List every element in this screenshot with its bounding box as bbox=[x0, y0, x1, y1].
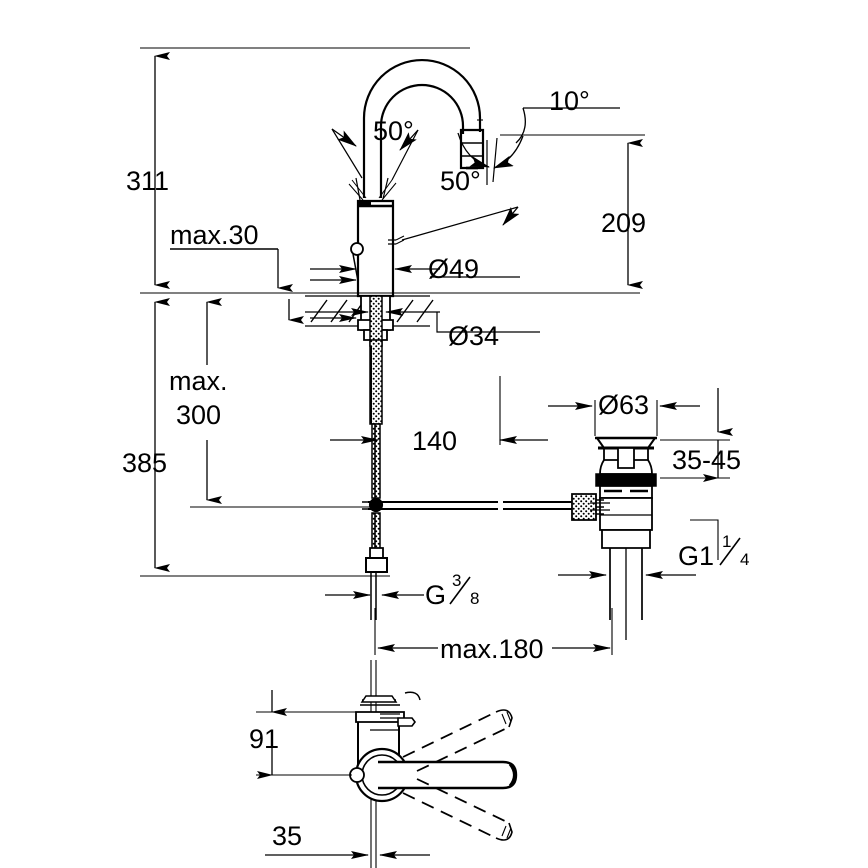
dim-label-diameter-49: Ø49 bbox=[428, 254, 479, 284]
dim-label-g38-letter: G bbox=[425, 580, 446, 610]
fraction-slash-g114 bbox=[719, 537, 741, 566]
dim-label-91: 91 bbox=[249, 724, 279, 754]
dim-label-max30: max.30 bbox=[170, 220, 259, 250]
dim-label-209: 209 bbox=[601, 208, 646, 238]
dim-label-g38-numerator: 3 bbox=[452, 571, 461, 590]
dim-label-max300-line2: 300 bbox=[176, 400, 221, 430]
dim-label-max180: max.180 bbox=[440, 634, 544, 664]
angle-label-10: 10° bbox=[549, 86, 590, 116]
dim-label-g114-denominator: 4 bbox=[740, 550, 749, 569]
dim-label-diameter-63: Ø63 bbox=[598, 390, 649, 420]
dim-label-35: 35 bbox=[272, 821, 302, 851]
dim-label-g114-numerator: 1 bbox=[722, 532, 731, 551]
dim-label-35-45: 35-45 bbox=[672, 445, 741, 475]
dim-label-311: 311 bbox=[126, 166, 169, 196]
angle-label-50-left: 50° bbox=[373, 116, 414, 146]
dim-label-g114-letter: G1 bbox=[678, 541, 714, 571]
angle-label-50-right: 50° bbox=[440, 166, 481, 196]
dim-label-diameter-34: Ø34 bbox=[448, 321, 499, 351]
dim-label-g38-denominator: 8 bbox=[470, 589, 479, 608]
dim-label-385: 385 bbox=[122, 448, 167, 478]
fraction-slash-g38 bbox=[449, 576, 471, 605]
dim-label-max300-line1: max. bbox=[169, 366, 228, 396]
dim-label-140: 140 bbox=[412, 426, 457, 456]
